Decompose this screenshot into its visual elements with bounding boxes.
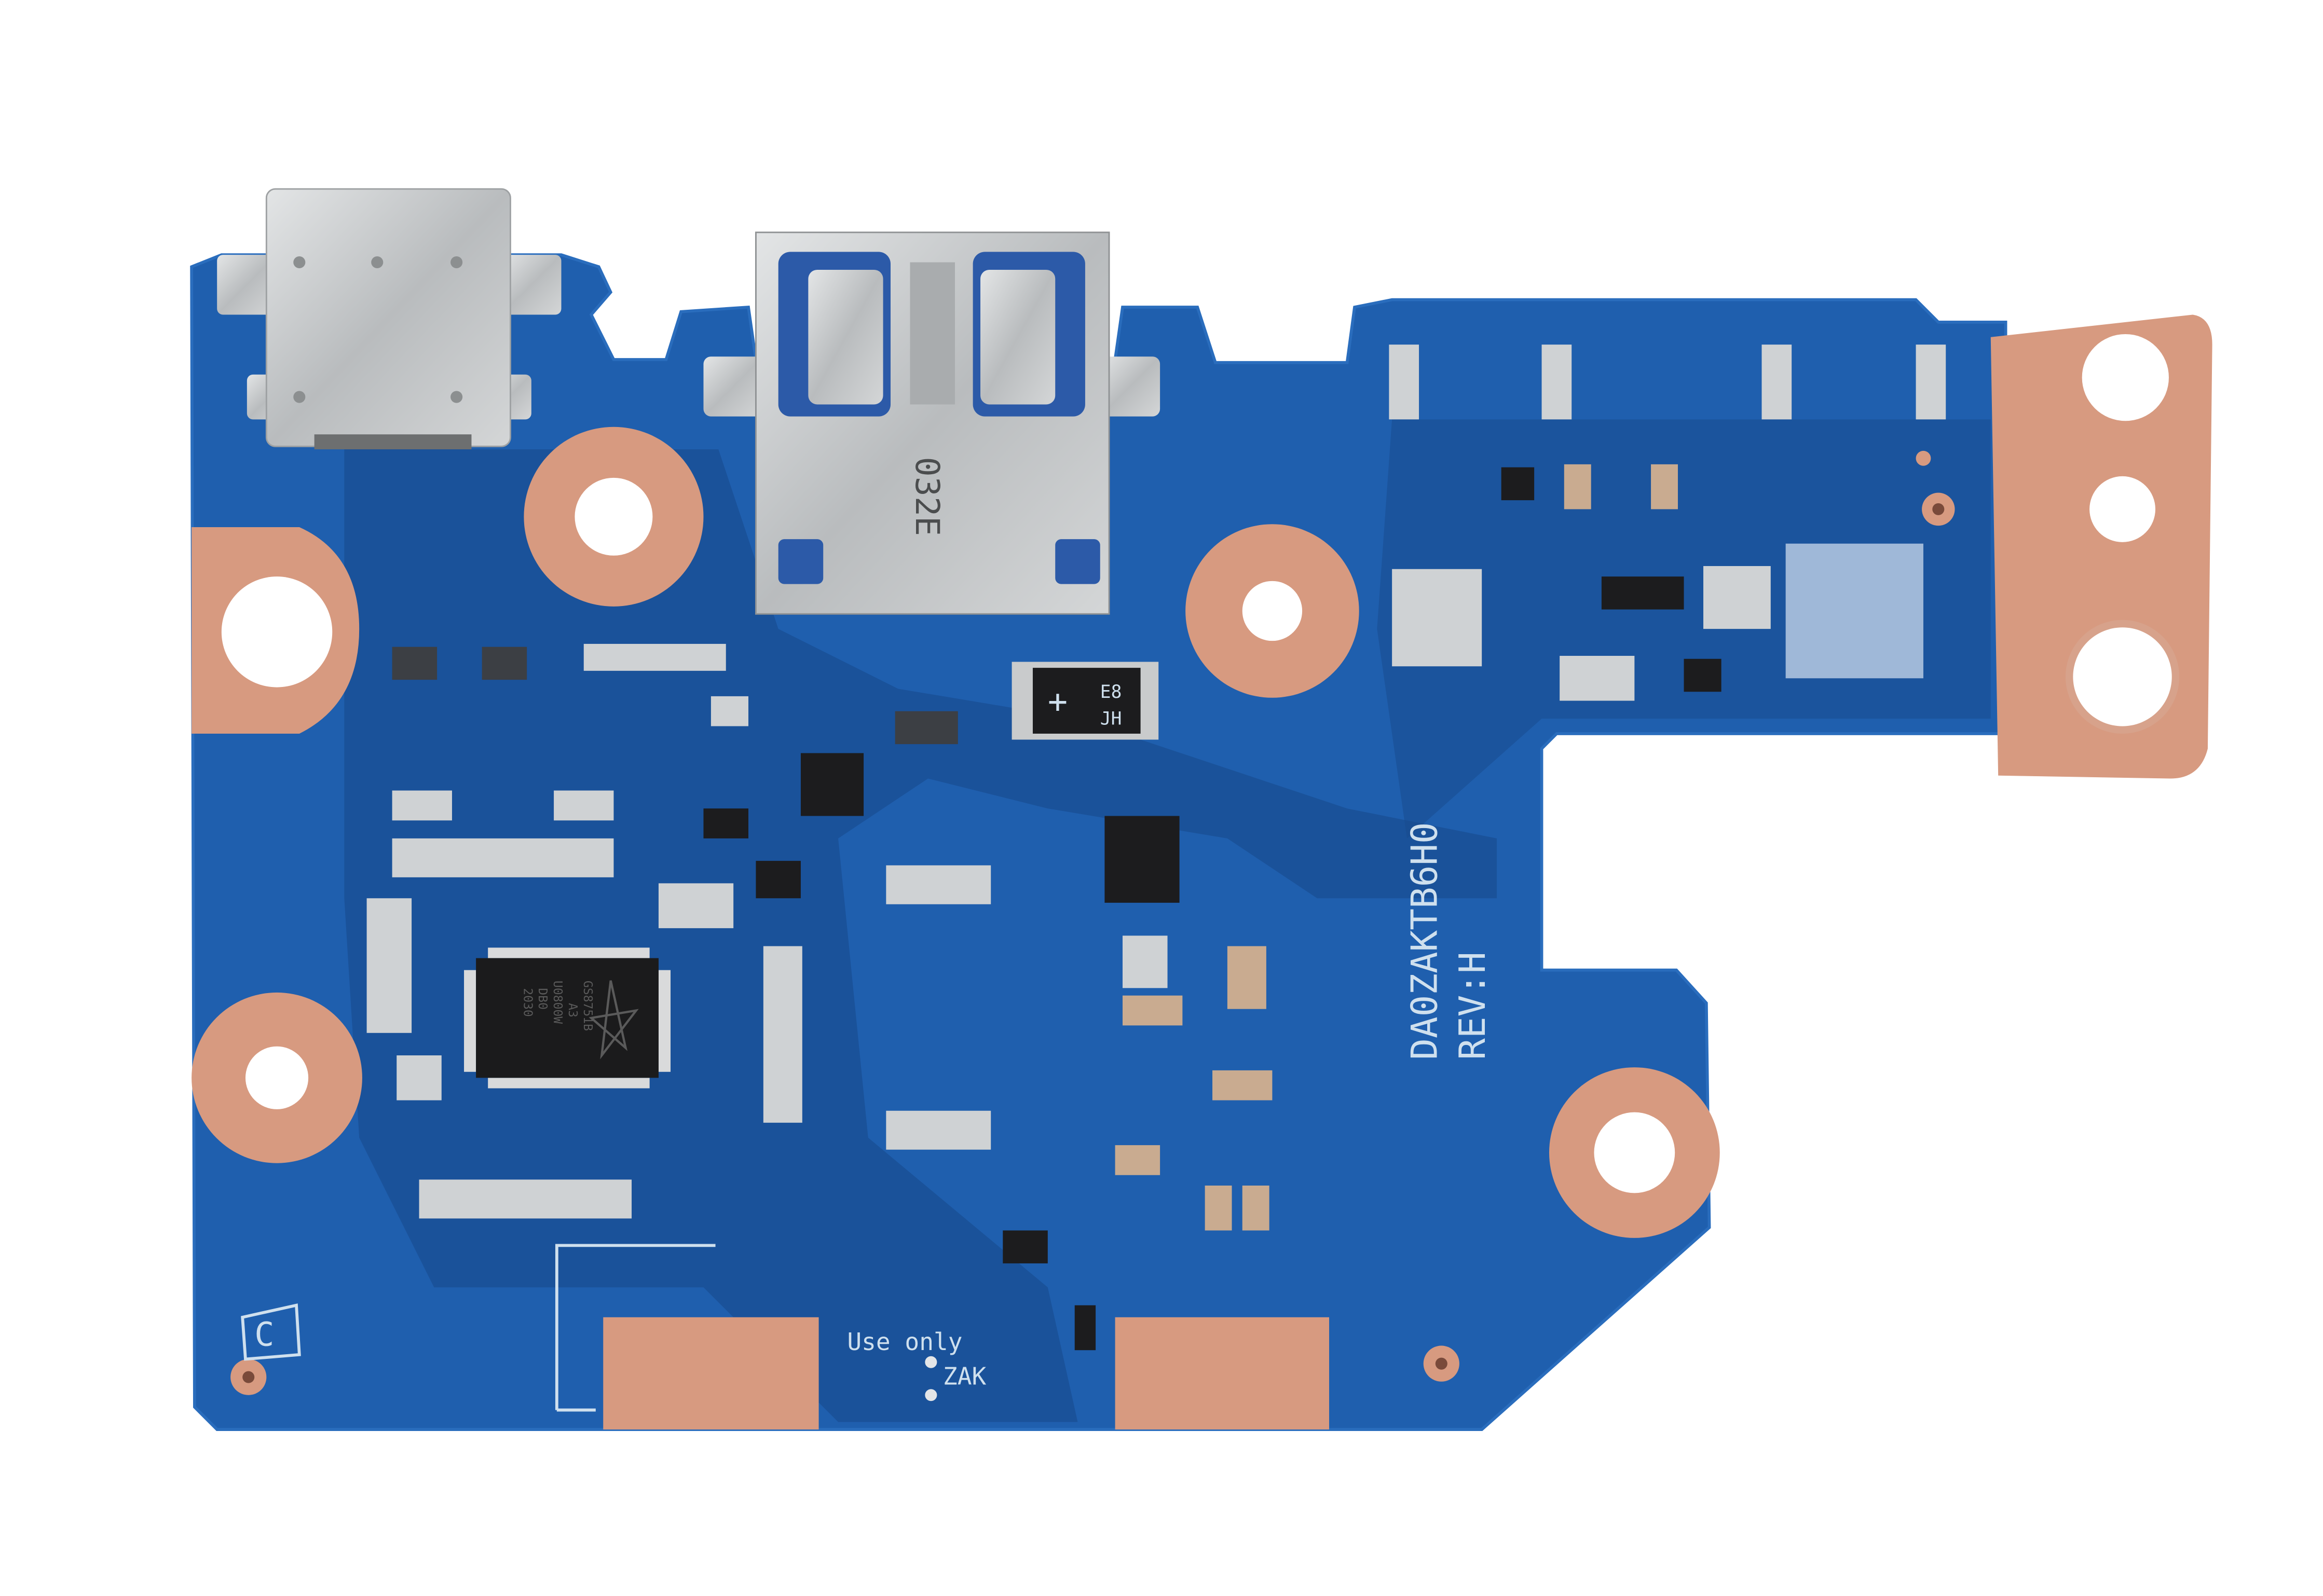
chip-marking-2: A3 [566, 1003, 579, 1017]
corner-mark-label: C [254, 1315, 274, 1354]
chip-marking-4: DB0 [536, 988, 549, 1010]
chip-logo [589, 980, 639, 1060]
controller-chip: GS8751B A3 U0800W DB0 2030 [464, 947, 671, 1089]
usb-c-port [217, 188, 562, 450]
silkscreen-note-use-only: Use only [847, 1328, 962, 1356]
chip-marking-1: GS8751B [581, 981, 594, 1031]
test-point [925, 1389, 937, 1401]
tantalum-capacitor: E8 JH + [1012, 662, 1159, 740]
passive-components [366, 345, 1946, 1219]
mounting-holes [192, 314, 2212, 1395]
contact-pad-left [603, 1317, 819, 1430]
silkscreen-note-zak: ZAK [943, 1363, 987, 1391]
chip-marking-3: U0800W [551, 981, 564, 1024]
usb-a-port: 032E [703, 231, 1160, 615]
trace-region [1377, 419, 1991, 838]
contact-pad-right [1115, 1317, 1330, 1430]
corner-mark: C [241, 1303, 301, 1361]
capacitor-marking-2: JH [1100, 709, 1122, 730]
board-revision: REV:H [1452, 952, 1494, 1060]
trace-region [344, 449, 1497, 1422]
polarity-mark: + [1048, 682, 1068, 721]
usb-a-marking: 032E [908, 457, 947, 536]
test-point [925, 1356, 937, 1368]
ceramic-capacitors [1115, 464, 1678, 1231]
capacitor-marking-1: E8 [1100, 682, 1122, 703]
board-part-number: DA0ZAKTB6H0 [1404, 822, 1446, 1060]
chip-marking-5: 2030 [521, 988, 534, 1017]
thermal-pad [1785, 543, 1923, 679]
silkscreen-outline [555, 1244, 716, 1412]
